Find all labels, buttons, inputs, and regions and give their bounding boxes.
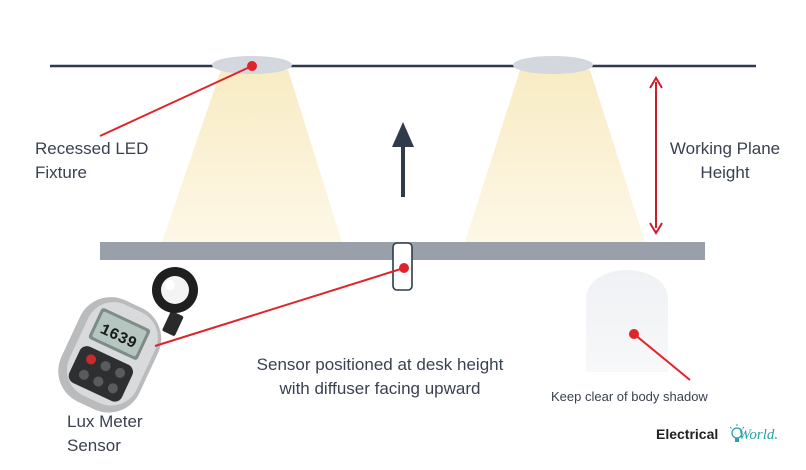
- fixture-label-line1: Recessed LED: [35, 139, 149, 158]
- led-fixture-right: [513, 56, 593, 74]
- height-arrow-bottom: [649, 222, 663, 235]
- fixture-label: Recessed LED Fixture: [35, 137, 148, 185]
- callout-fixture-dot: [247, 61, 257, 71]
- callout-sensor: [154, 267, 405, 347]
- callout-shadow: [633, 333, 691, 381]
- brand-name-part1: Electrical: [656, 426, 719, 442]
- sensor-position-label: Sensor positioned at desk height with di…: [225, 353, 535, 401]
- upward-arrow-head: [392, 122, 414, 147]
- lux-meter-label-line2: Sensor: [67, 436, 121, 455]
- working-plane-label-line1: Working Plane: [669, 139, 781, 158]
- light-beam-right: [465, 70, 645, 242]
- lux-meter-label: Lux Meter Sensor: [67, 410, 143, 458]
- working-plane-label-line2: Height: [700, 163, 750, 182]
- body-shadow-label: Keep clear of body shadow: [551, 389, 708, 404]
- lux-meter-device: 1639: [58, 267, 198, 413]
- bulb-icon: [729, 424, 745, 442]
- body-shadow-zone: [586, 270, 668, 372]
- light-beam-left: [162, 70, 342, 242]
- sensor-position-label-line1: Sensor positioned at desk height: [256, 355, 504, 374]
- callout-shadow-dot: [629, 329, 639, 339]
- brand-logo: Electrical World.: [656, 426, 778, 444]
- height-arrow-top: [649, 76, 663, 89]
- working-plane-label: Working Plane Height: [660, 137, 790, 185]
- callout-fixture: [99, 65, 253, 137]
- sensor-position-label-line2: with diffuser facing upward: [279, 379, 481, 398]
- fixture-label-line2: Fixture: [35, 163, 87, 182]
- brand-name-part2: World.: [738, 427, 779, 443]
- callout-sensor-dot: [399, 263, 409, 273]
- lux-meter-label-line1: Lux Meter: [67, 412, 143, 431]
